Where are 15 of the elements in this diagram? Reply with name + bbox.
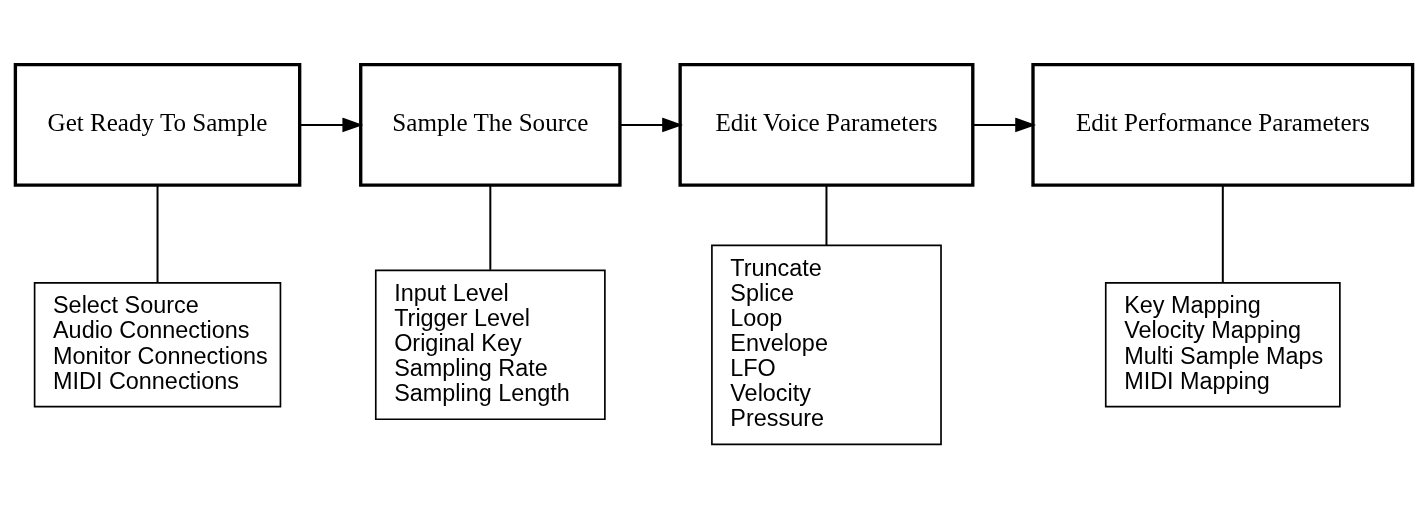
node-box: Truncate Splice Loop Envelope LFO Velocity Pressure bbox=[711, 244, 942, 446]
arrow bbox=[973, 117, 1036, 133]
node-box: Sample The Source bbox=[359, 63, 622, 187]
node-box: Input Level Trigger Level Original Key Sampling Rate Sampling Length bbox=[374, 269, 606, 421]
arrow bbox=[299, 117, 364, 133]
node-box: Select Source Audio Connections Monitor Connections MIDI Connections bbox=[33, 282, 282, 408]
node-box: Get Ready To Sample bbox=[13, 63, 302, 187]
node-box: Key Mapping Velocity Mapping Multi Sample Maps MIDI Mapping bbox=[1104, 282, 1341, 408]
node-box: Edit Performance Parameters bbox=[1031, 63, 1415, 187]
connector bbox=[156, 185, 159, 283]
arrow bbox=[620, 117, 683, 133]
node-box: Edit Voice Parameters bbox=[678, 63, 975, 187]
connector bbox=[825, 185, 828, 246]
connector bbox=[1221, 185, 1224, 283]
connector bbox=[489, 185, 492, 270]
